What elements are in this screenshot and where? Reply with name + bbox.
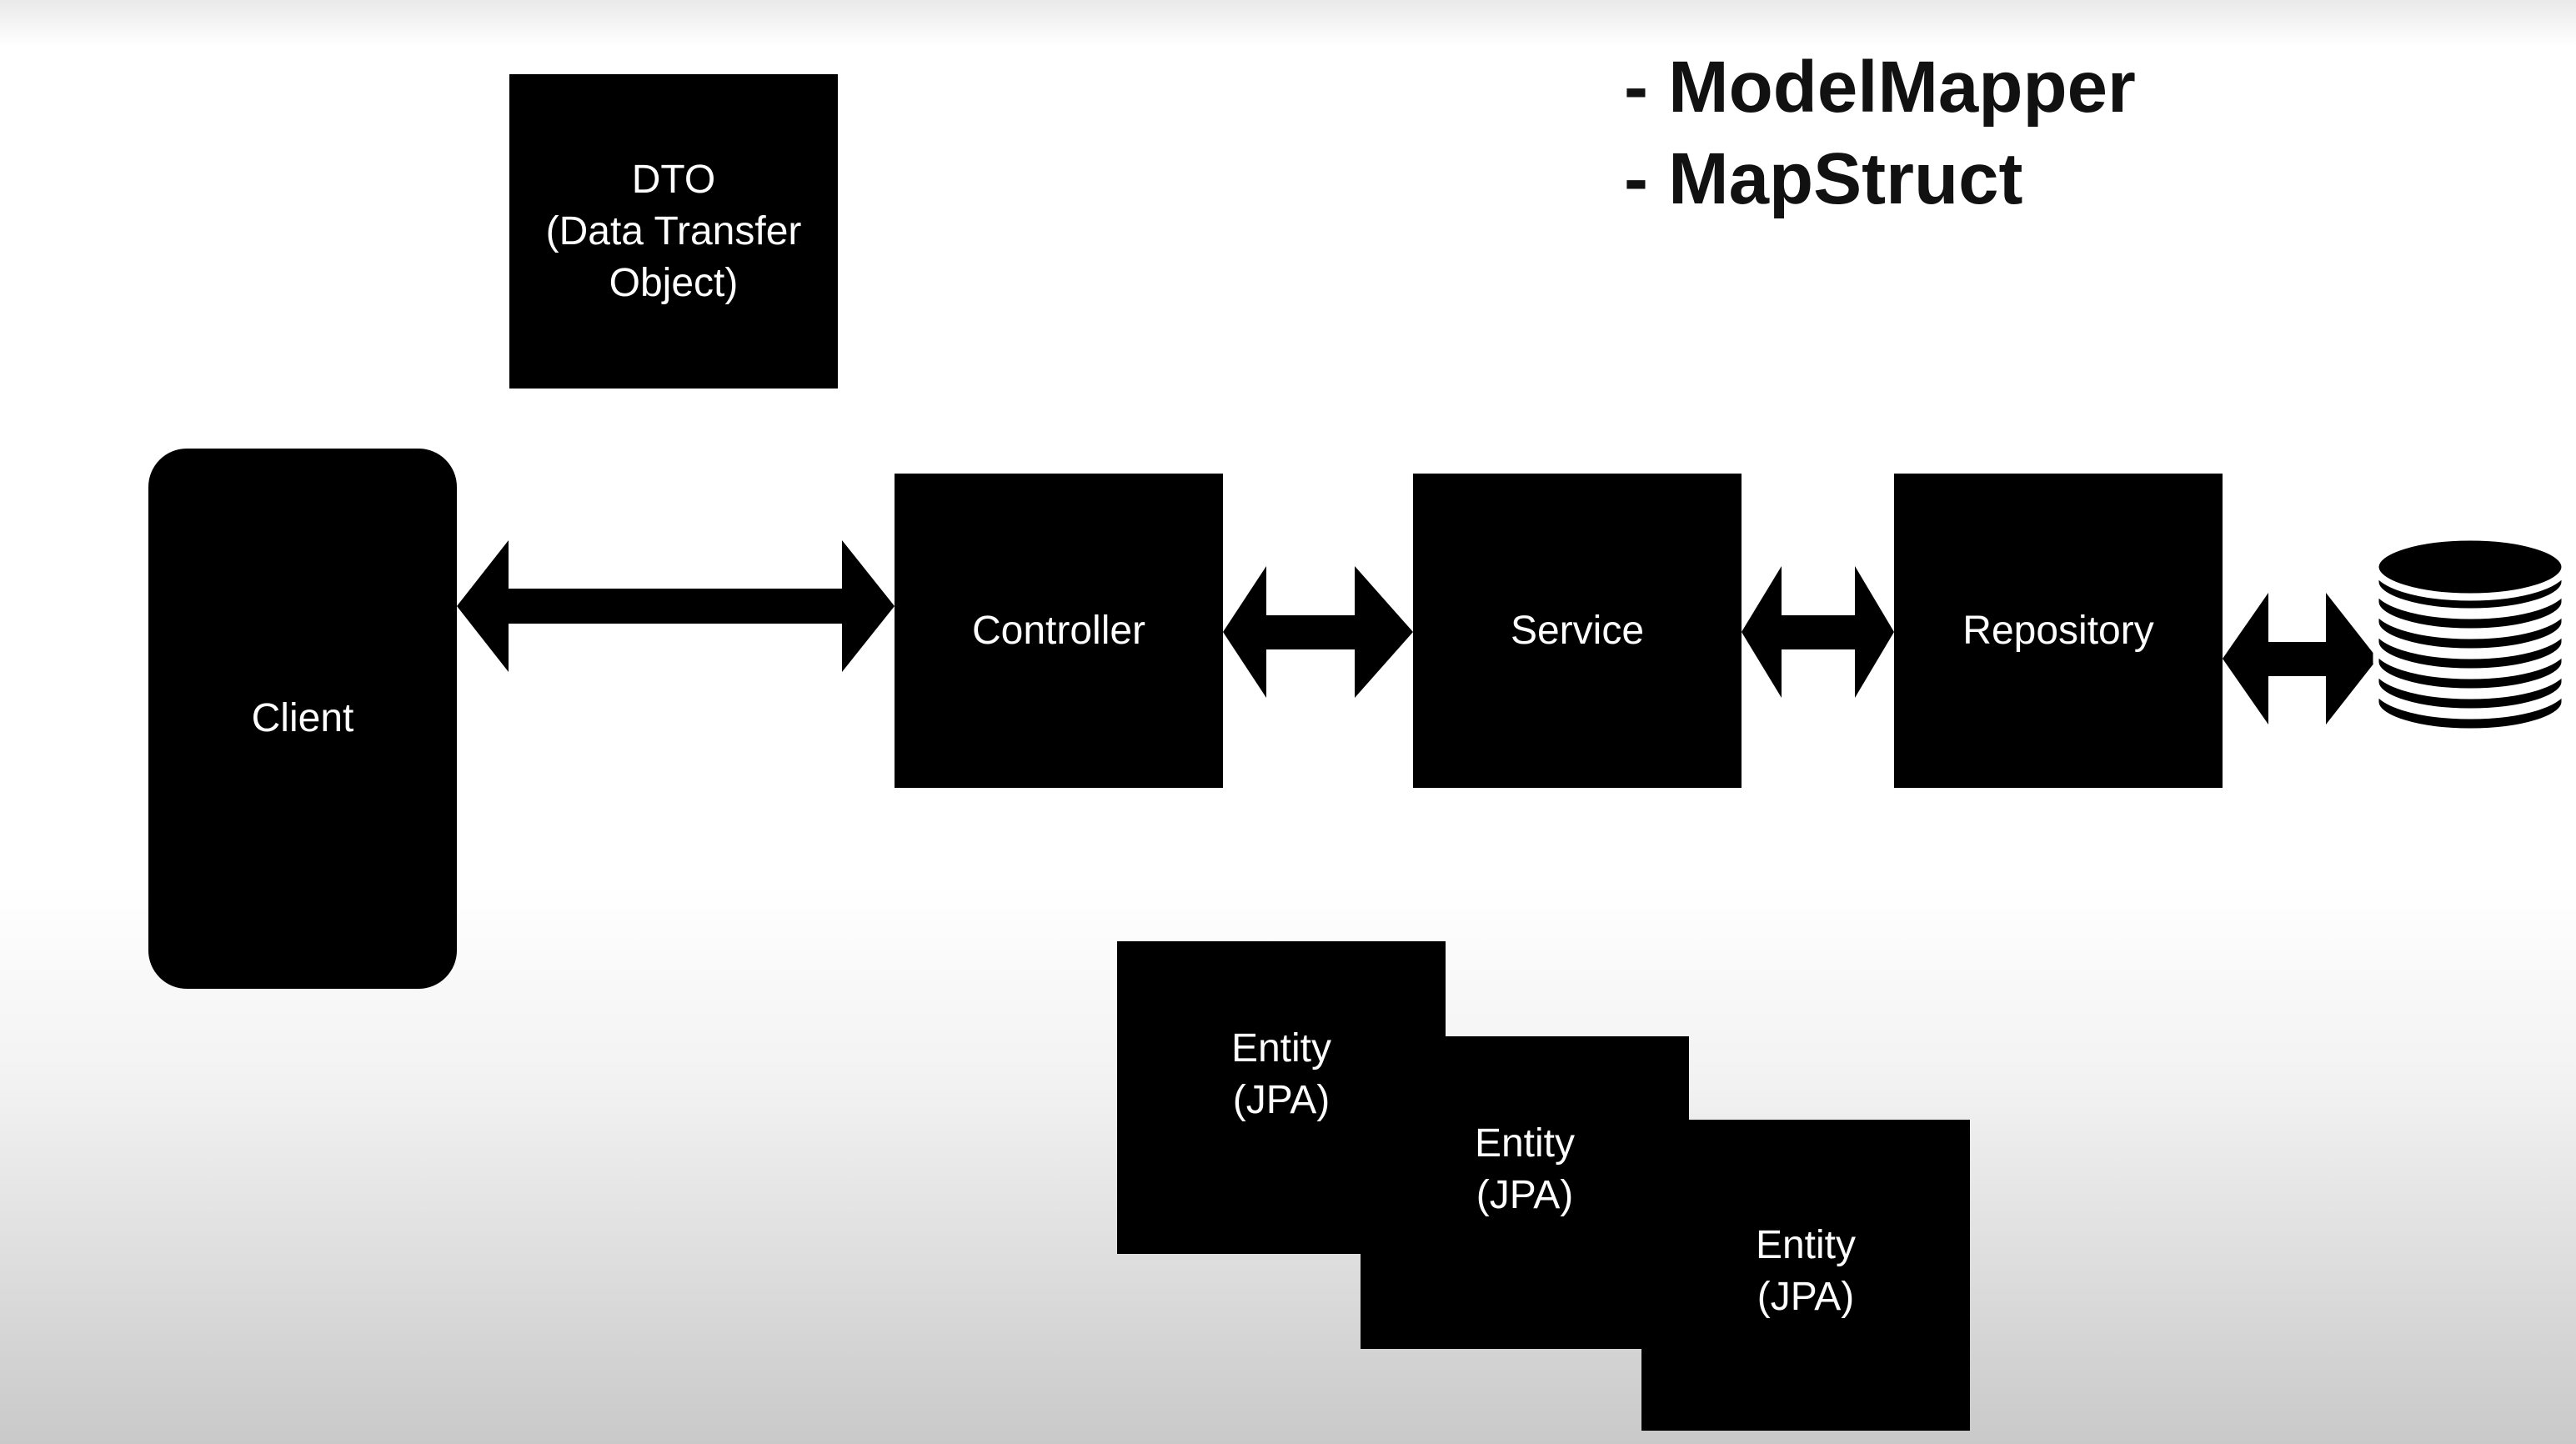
database-icon [2373, 534, 2568, 735]
client-box: Client [148, 449, 457, 989]
library-mapstruct: - MapStruct [1624, 138, 2023, 219]
service-box: Service [1413, 474, 1742, 788]
repository-label: Repository [1962, 608, 2154, 653]
entity-box: Entity (JPA) [1361, 1036, 1689, 1349]
entity-box: Entity (JPA) [1641, 1120, 1970, 1431]
entity-label: Entity (JPA) [1474, 1121, 1576, 1217]
entity-label: Entity (JPA) [1755, 1222, 1857, 1319]
controller-label: Controller [971, 608, 1146, 653]
double-arrow-client-controller [457, 540, 895, 672]
library-modelmapper: - ModelMapper [1624, 47, 2136, 128]
entity-label: Entity (JPA) [1230, 1025, 1332, 1122]
dto-box: DTO (Data Transfer Object) [509, 74, 838, 389]
controller-box: Controller [895, 474, 1223, 788]
repository-box: Repository [1894, 474, 2223, 788]
double-arrow-service-repository [1742, 566, 1894, 698]
client-label: Client [251, 696, 354, 740]
dto-label: DTO (Data Transfer Object) [545, 157, 802, 305]
double-arrow-controller-service [1223, 566, 1413, 698]
mapping-library-list: - ModelMapper - MapStruct [1624, 42, 2136, 225]
double-arrow-repository-database [2223, 593, 2378, 725]
service-label: Service [1510, 608, 1645, 653]
